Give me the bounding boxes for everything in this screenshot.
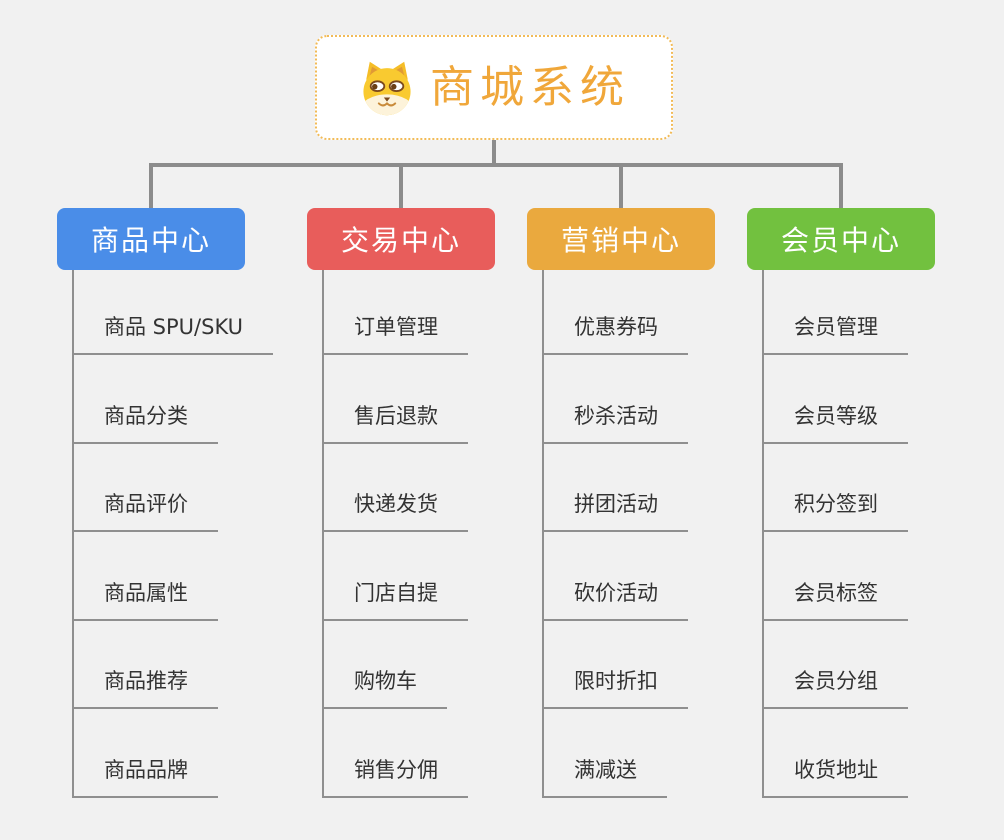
- child-node[interactable]: 优惠券码: [542, 311, 688, 355]
- child-node[interactable]: 销售分佣: [322, 754, 468, 798]
- child-node[interactable]: 拼团活动: [542, 488, 688, 532]
- child-node[interactable]: 商品属性: [72, 577, 218, 621]
- child-node[interactable]: 快递发货: [322, 488, 468, 532]
- horizontal-connector-line: [149, 163, 843, 167]
- child-node[interactable]: 售后退款: [322, 400, 468, 444]
- branch-node-1[interactable]: 交易中心: [307, 208, 495, 270]
- child-node[interactable]: 商品推荐: [72, 665, 218, 709]
- child-node[interactable]: 商品评价: [72, 488, 218, 532]
- child-node[interactable]: 门店自提: [322, 577, 468, 621]
- child-node[interactable]: 商品分类: [72, 400, 218, 444]
- child-node[interactable]: 购物车: [322, 665, 447, 709]
- child-node[interactable]: 订单管理: [322, 311, 468, 355]
- branch-trunk-line-1: [322, 270, 324, 798]
- branch-node-2[interactable]: 营销中心: [527, 208, 715, 270]
- branch-node-0[interactable]: 商品中心: [57, 208, 245, 270]
- root-node[interactable]: 商城系统: [315, 35, 673, 140]
- child-node[interactable]: 限时折扣: [542, 665, 688, 709]
- child-node[interactable]: 积分签到: [762, 488, 908, 532]
- branch-trunk-line-3: [762, 270, 764, 798]
- branch-drop-line-2: [619, 163, 623, 210]
- branch-drop-line-3: [839, 163, 843, 210]
- dog-face-icon: [363, 61, 411, 115]
- child-node[interactable]: 会员管理: [762, 311, 908, 355]
- child-node[interactable]: 商品品牌: [72, 754, 218, 798]
- branch-node-3[interactable]: 会员中心: [747, 208, 935, 270]
- child-node[interactable]: 秒杀活动: [542, 400, 688, 444]
- child-node[interactable]: 商品 SPU/SKU: [72, 311, 274, 355]
- root-stub-line: [492, 140, 496, 167]
- branch-drop-line-1: [399, 163, 403, 210]
- child-node[interactable]: 满减送: [542, 754, 667, 798]
- branch-trunk-line-0: [72, 270, 74, 798]
- child-node[interactable]: 会员标签: [762, 577, 908, 621]
- child-node[interactable]: 会员分组: [762, 665, 908, 709]
- child-node[interactable]: 收货地址: [762, 754, 908, 798]
- child-node[interactable]: 会员等级: [762, 400, 908, 444]
- branch-drop-line-0: [149, 163, 153, 210]
- child-node[interactable]: 砍价活动: [542, 577, 688, 621]
- root-title: 商城系统: [430, 61, 630, 113]
- branch-trunk-line-2: [542, 270, 544, 798]
